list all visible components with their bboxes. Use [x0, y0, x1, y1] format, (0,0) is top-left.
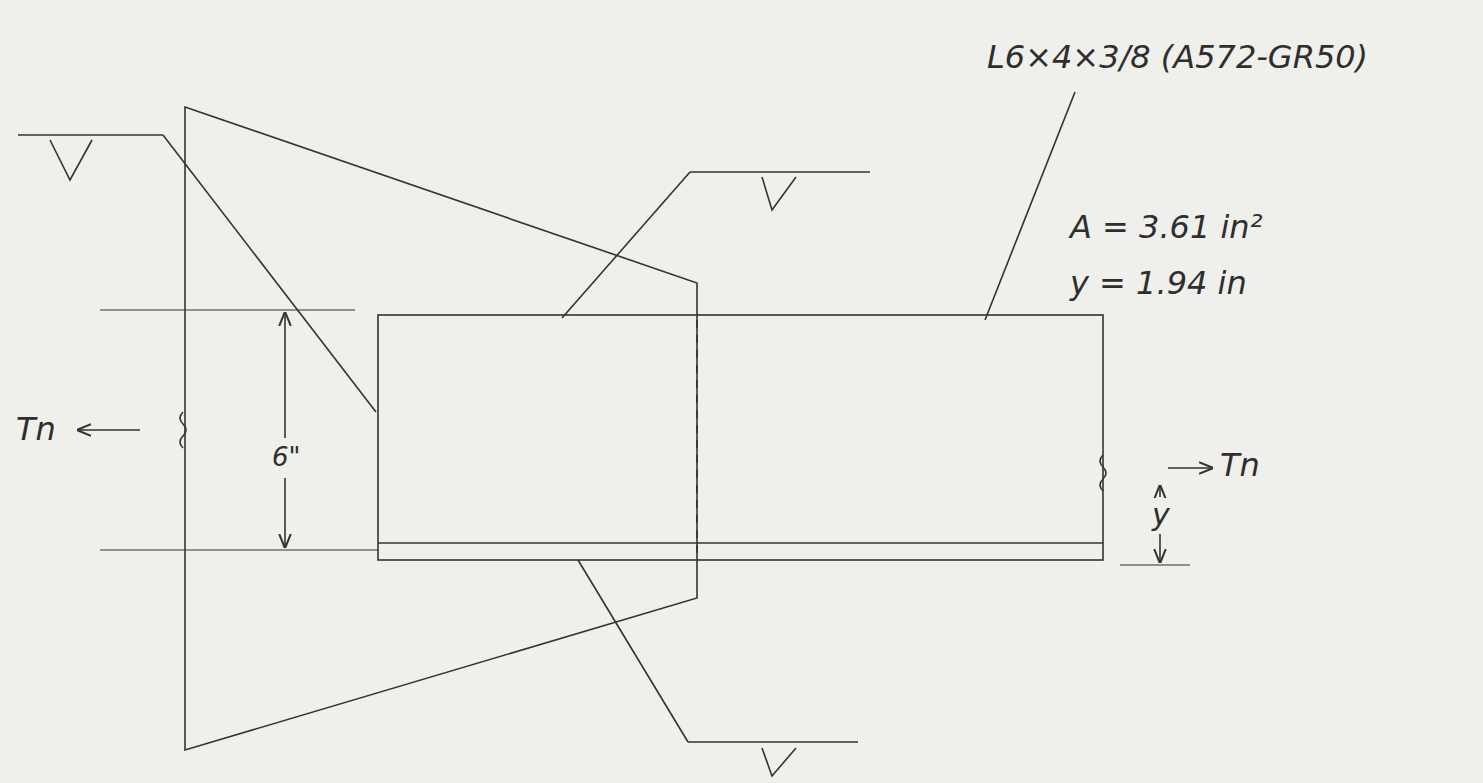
- fillet-weld-symbol: [762, 748, 796, 776]
- dimension-line: [1159, 534, 1161, 562]
- weld-leader: [163, 135, 376, 412]
- angle-section: [378, 315, 1103, 560]
- member-callout: L6×4×3/8 (A572-GR50): [985, 40, 1370, 75]
- weld-reference-line: [18, 134, 163, 136]
- fillet-weld-symbol: [762, 177, 796, 210]
- property-label: A = 3.61 in²: [1068, 210, 1264, 245]
- weld-reference-line: [690, 171, 870, 173]
- angle-leg-line: [378, 542, 1103, 544]
- callout-leader: [985, 92, 1075, 320]
- dimension-label: 6": [270, 443, 303, 472]
- weld-leader: [578, 560, 688, 742]
- force-arrow: [1168, 467, 1212, 469]
- hidden-plate-edge: [696, 320, 698, 555]
- force-label: Tn: [14, 412, 58, 447]
- extension-line: [1120, 564, 1190, 565]
- dimension-line: [284, 313, 286, 438]
- fillet-weld-symbol: [50, 140, 92, 180]
- dimension-line: [1159, 486, 1161, 497]
- weld-reference-line: [688, 741, 858, 743]
- break-symbol: [180, 412, 186, 448]
- dimension-label: y: [1150, 498, 1172, 531]
- extension-line: [100, 309, 355, 310]
- gusset-plate: [185, 107, 697, 750]
- break-symbol: [1100, 455, 1106, 491]
- force-label: Tn: [1218, 448, 1262, 483]
- extension-line: [100, 549, 378, 550]
- dimension-line: [284, 478, 286, 547]
- property-label: y = 1.94 in: [1068, 266, 1249, 301]
- force-arrow: [78, 429, 140, 431]
- weld-leader: [562, 172, 690, 318]
